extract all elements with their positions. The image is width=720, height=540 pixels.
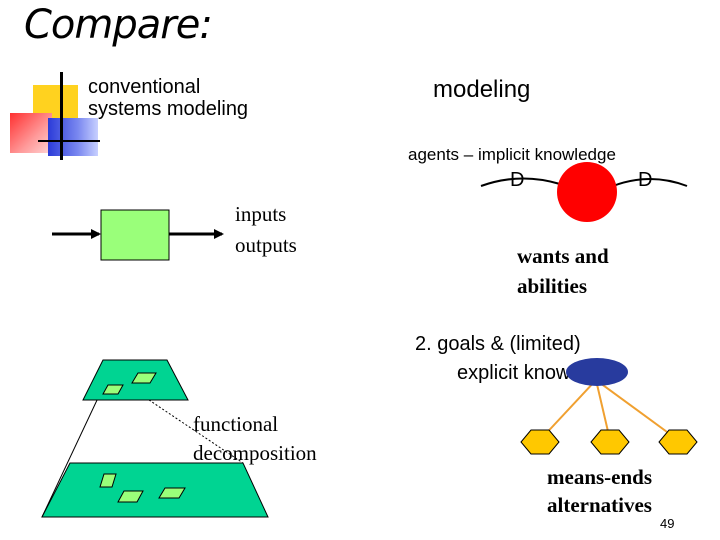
decomposition-dotted-line xyxy=(148,399,244,464)
deco-blue-square xyxy=(48,118,98,156)
agents-label: agents – implicit knowledge xyxy=(408,145,616,164)
inputs-outputs-label: inputs outputs xyxy=(235,199,297,261)
d-right-label: D xyxy=(638,169,653,191)
alternative-hexagon xyxy=(520,429,560,455)
bottom-trapezoid xyxy=(41,462,269,518)
left-heading: conventional systems modeling xyxy=(88,76,248,120)
deco-vertical-line xyxy=(60,72,63,160)
means-ends-label: means-ends alternatives xyxy=(547,463,652,519)
agent-curve-left xyxy=(480,177,561,187)
goal-branch-right xyxy=(595,379,679,441)
functional-line1: functional xyxy=(193,412,279,436)
goals-line1: 2. goals & (limited) xyxy=(415,333,581,355)
wants-abilities-label: wants and abilities xyxy=(517,241,609,301)
sub-box xyxy=(131,372,157,384)
decomposition-solid-line xyxy=(41,397,99,518)
agent-curve-right xyxy=(612,178,688,187)
means-line2: alternatives xyxy=(547,493,652,517)
wants-line1: wants and xyxy=(517,244,609,268)
inputs-label: inputs xyxy=(235,202,287,226)
goal-ellipse xyxy=(566,358,628,386)
outputs-label: outputs xyxy=(235,233,297,257)
deco-horizontal-line xyxy=(38,140,100,142)
wants-line2: abilities xyxy=(517,274,588,298)
means-line1: means-ends xyxy=(547,465,653,489)
agent-circle xyxy=(557,162,617,222)
system-box xyxy=(100,209,170,261)
deco-red-square xyxy=(10,113,52,153)
d-left-label: D xyxy=(510,169,525,191)
left-heading-line2: systems modeling xyxy=(88,98,249,120)
functional-line2: decomposition xyxy=(193,441,317,465)
left-heading-line1: conventional xyxy=(88,76,201,98)
alternative-hexagon xyxy=(590,429,630,455)
right-heading: modeling xyxy=(433,76,531,103)
sub-box xyxy=(99,473,117,488)
page-number: 49 xyxy=(660,516,675,531)
decorative-corner-blocks xyxy=(0,0,100,160)
sub-box xyxy=(102,384,124,395)
sub-box xyxy=(158,487,186,499)
sub-box xyxy=(117,490,144,503)
alternative-hexagon xyxy=(658,429,698,455)
slide-title: Compare: xyxy=(24,2,213,48)
functional-decomposition-label: functional decomposition xyxy=(193,410,317,468)
